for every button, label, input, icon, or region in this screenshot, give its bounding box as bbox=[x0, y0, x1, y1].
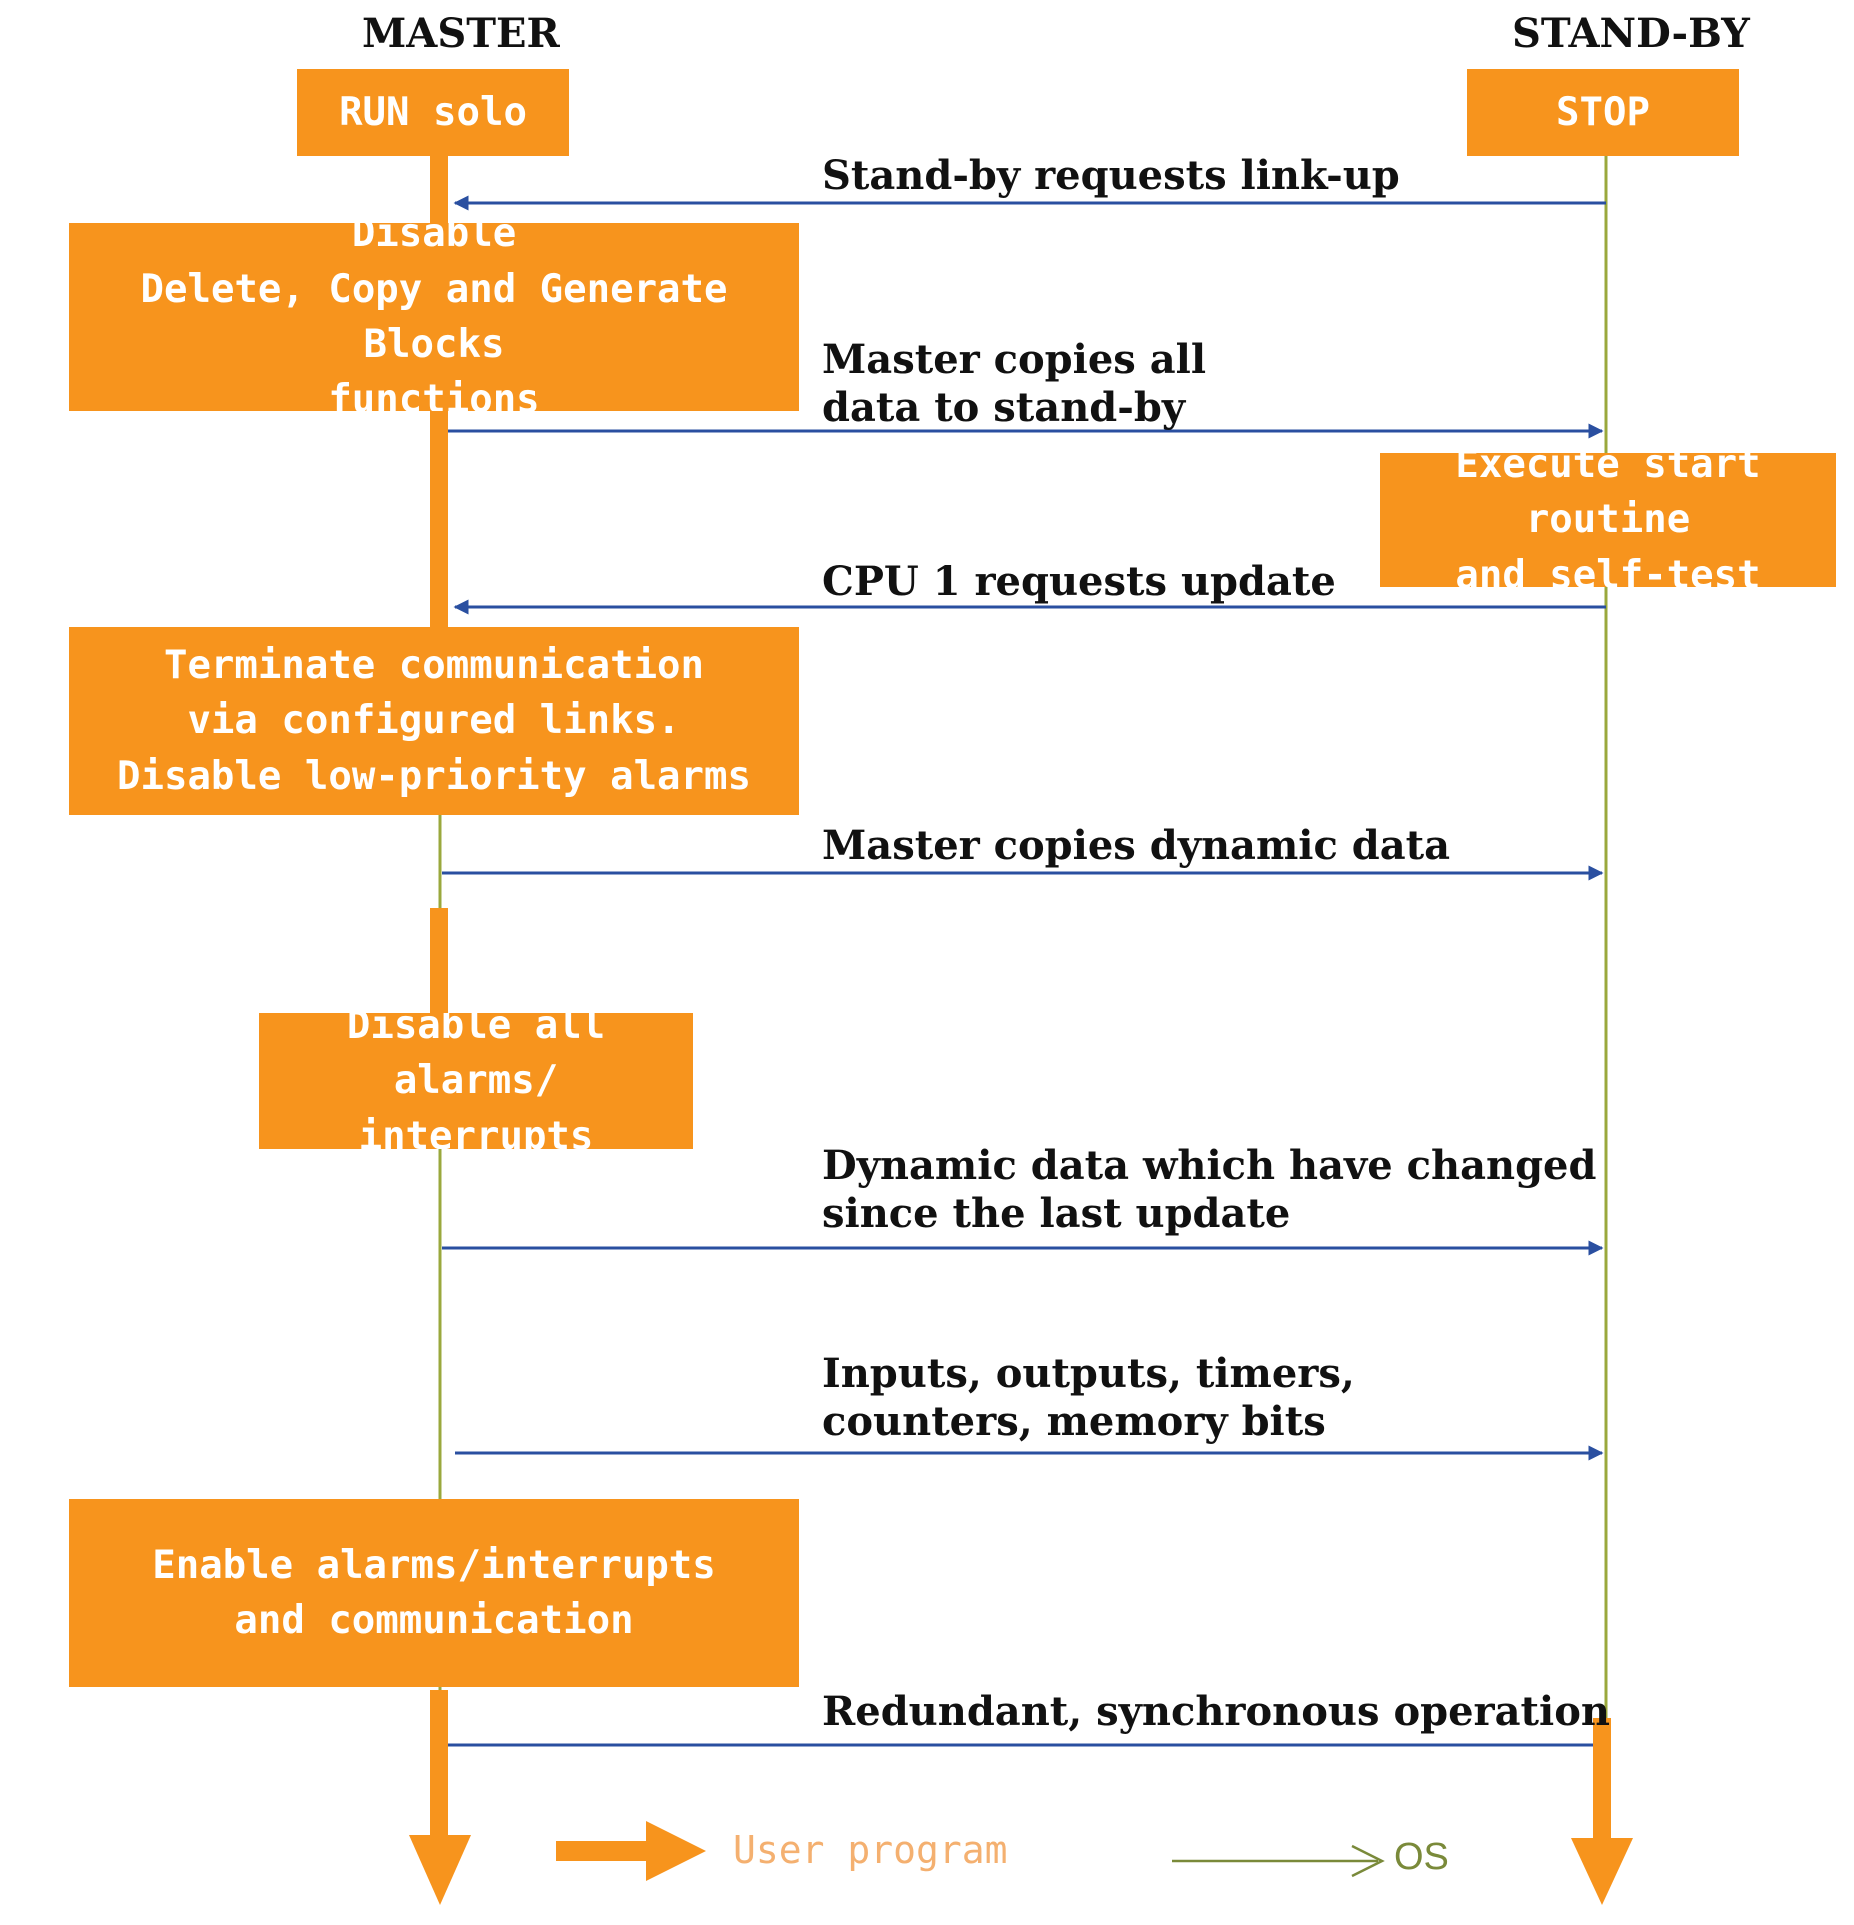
label-redundant-operation: Redundant, synchronous operation bbox=[822, 1688, 1610, 1735]
master-lifeline-user-program-end bbox=[430, 1690, 448, 1840]
terminate-communication-box: Terminate communication via configured l… bbox=[69, 627, 799, 815]
label-inputs-outputs: Inputs, outputs, timers, counters, memor… bbox=[822, 1350, 1355, 1445]
label-dynamic-data-changed: Dynamic data which have changed since th… bbox=[822, 1142, 1597, 1237]
disable-blocks-box: Disable Delete, Copy and Generate Blocks… bbox=[69, 223, 799, 411]
master-lifeline-arrowhead bbox=[409, 1835, 471, 1905]
run-solo-box: RUN solo bbox=[297, 69, 569, 156]
standby-lifeline-user-program-end bbox=[1593, 1718, 1611, 1840]
label-cpu1-requests-update: CPU 1 requests update bbox=[822, 558, 1336, 605]
legend-user-program-label: User program bbox=[733, 1828, 1008, 1872]
legend-os-arrowhead bbox=[1351, 1844, 1385, 1878]
label-master-copies-all-data: Master copies all data to stand-by bbox=[822, 336, 1207, 431]
standby-lifeline-arrowhead bbox=[1571, 1838, 1633, 1905]
master-header: MASTER bbox=[362, 10, 560, 57]
label-standby-requests-link-up: Stand-by requests link-up bbox=[822, 152, 1400, 199]
disable-alarms-box: Disable all alarms/ interrupts bbox=[259, 1013, 693, 1149]
legend-os-label: OS bbox=[1394, 1836, 1449, 1878]
execute-start-routine-box: Execute start routine and self-test bbox=[1380, 453, 1836, 587]
legend-user-program-arrowhead bbox=[646, 1821, 706, 1881]
legend-user-program-arrow-shaft bbox=[556, 1841, 646, 1861]
standby-header: STAND-BY bbox=[1512, 10, 1750, 57]
label-master-copies-dynamic-data: Master copies dynamic data bbox=[822, 822, 1451, 869]
master-lifeline-user-program-mid bbox=[430, 908, 448, 1013]
enable-alarms-box: Enable alarms/interrupts and communicati… bbox=[69, 1499, 799, 1687]
stop-box: STOP bbox=[1467, 69, 1739, 156]
